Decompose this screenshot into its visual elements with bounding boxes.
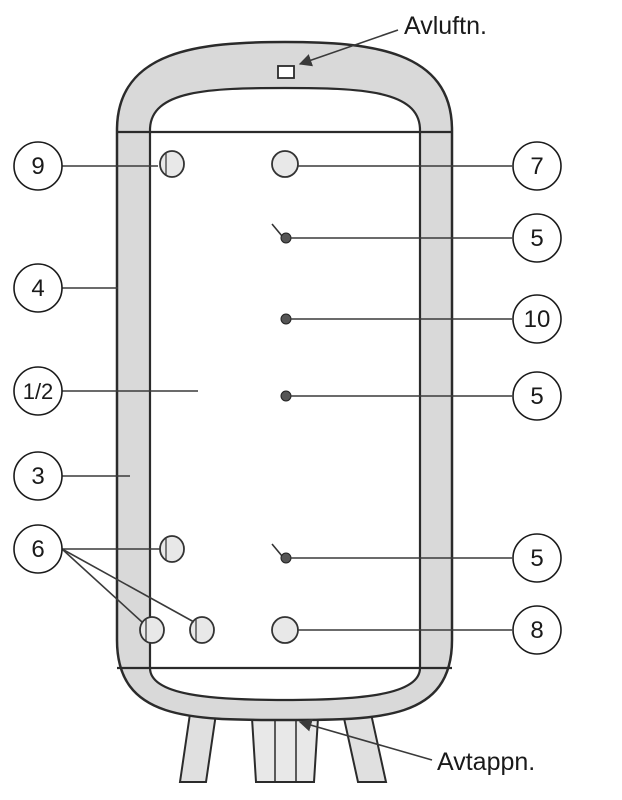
sensor-5-top <box>271 223 292 244</box>
sensor-5-bottom <box>271 543 292 564</box>
callout-9: 9 <box>13 141 63 191</box>
sensor-5-mid <box>280 390 292 402</box>
callout-7: 7 <box>512 141 562 191</box>
port-6-upper <box>159 535 185 563</box>
svg-text:9: 9 <box>31 153 44 180</box>
svg-text:3: 3 <box>31 463 44 490</box>
callout-1-2: 1/2 <box>13 366 63 416</box>
tank-legs <box>178 699 388 783</box>
callout-5-mid: 5 <box>512 371 562 421</box>
callout-5-bottom: 5 <box>512 533 562 583</box>
callout-6: 6 <box>13 524 63 574</box>
svg-text:6: 6 <box>31 536 44 563</box>
callout-8: 8 <box>512 605 562 655</box>
svg-text:8: 8 <box>530 617 543 644</box>
sensor-10 <box>280 313 292 325</box>
svg-text:7: 7 <box>530 153 543 180</box>
drain-label: Avtappn. <box>437 748 535 776</box>
vent-label: Avluftn. <box>404 12 487 40</box>
callout-5-top: 5 <box>512 213 562 263</box>
port-8 <box>271 616 299 644</box>
leader-lines <box>61 29 512 761</box>
callout-10: 10 <box>512 294 562 344</box>
port-9 <box>159 150 185 178</box>
svg-text:4: 4 <box>31 275 44 302</box>
svg-text:1/2: 1/2 <box>23 379 54 404</box>
callout-4: 4 <box>13 263 63 313</box>
port-6-lower-left <box>139 616 165 644</box>
svg-text:10: 10 <box>524 306 551 333</box>
vent-fitting <box>277 65 295 79</box>
callout-3: 3 <box>13 451 63 501</box>
svg-text:5: 5 <box>530 545 543 572</box>
port-7 <box>271 150 299 178</box>
port-6-lower-right <box>189 616 215 644</box>
svg-text:5: 5 <box>530 383 543 410</box>
svg-text:5: 5 <box>530 225 543 252</box>
